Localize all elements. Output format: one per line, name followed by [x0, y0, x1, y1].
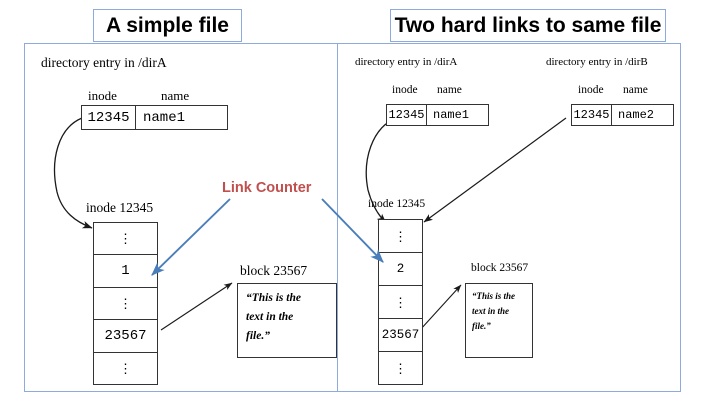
right-dirent-a-inode-value: 12345 [387, 105, 427, 125]
right-inode-caption: inode 12345 [368, 198, 426, 210]
left-dir-entry-label-text: directory entry in /dirA [41, 55, 167, 70]
right-col-header-name-b: name [623, 84, 648, 96]
right-block-caption: block 23567 [471, 262, 529, 274]
right-dirent-a-name-value: name1 [433, 108, 470, 122]
right-dirent-b-inode-value: 12345 [572, 105, 612, 125]
right-directory-entry-row-a: 12345 name1 [386, 104, 489, 126]
right-inode-row-4: ⋮ [394, 360, 407, 376]
right-panel-title: Two hard links to same file [390, 9, 666, 42]
left-inode-row-2: ⋮ [94, 288, 157, 321]
left-dirent-inode-value: 12345 [82, 106, 136, 129]
right-col-header-inode-a: inode [392, 84, 418, 96]
left-block-text-line1: “This is the [246, 292, 301, 304]
right-block-text-line3: file.” [472, 321, 491, 331]
right-directory-entry-row-b: 12345 name2 [571, 104, 674, 126]
left-data-block: “This is the text in the file.” [237, 283, 337, 358]
left-panel-title: A simple file [93, 9, 242, 42]
right-col-header-inode-b: inode [578, 84, 604, 96]
link-counter-annotation-label: Link Counter [222, 180, 312, 196]
left-inode-caption: inode 12345 [86, 200, 154, 215]
right-dirent-b-name-value: name2 [618, 108, 655, 122]
left-directory-entry-row: 12345 name1 [81, 105, 228, 130]
right-inode-row-2: ⋮ [379, 286, 422, 319]
right-data-block: “This is the text in the file.” [465, 283, 533, 358]
left-block-text-line2: text in the [246, 311, 294, 323]
right-dir-entry-a-label: directory entry in /dirA [355, 56, 458, 68]
left-block-text-line3: file.” [246, 330, 270, 342]
left-col-header-inode: inode [88, 88, 117, 103]
right-block-text-line1: “This is the [472, 291, 516, 301]
left-block-caption: block 23567 [240, 263, 308, 278]
left-inode-block-pointer: 23567 [94, 320, 157, 353]
right-col-header-name-a: name [437, 84, 462, 96]
right-dir-entry-b-label: directory entry in /dirB [546, 56, 648, 68]
right-inode-link-count: 2 [379, 253, 422, 286]
right-block-text-line2: text in the [472, 306, 510, 316]
left-inode-row-0: ⋮ [94, 223, 157, 256]
right-inode-row-0: ⋮ [379, 220, 422, 253]
left-dir-entry-label: directory entry in /dirA [41, 55, 167, 71]
left-col-header-name: name [161, 88, 190, 103]
left-inode-row-4: ⋮ [119, 360, 132, 376]
left-inode-link-count: 1 [94, 255, 157, 288]
left-inode-table: ⋮ 1 ⋮ 23567 ⋮ [93, 222, 158, 385]
right-inode-table: ⋮ 2 ⋮ 23567 ⋮ [378, 219, 423, 385]
right-inode-block-pointer: 23567 [379, 319, 422, 352]
left-dirent-name-value: name1 [143, 109, 186, 126]
